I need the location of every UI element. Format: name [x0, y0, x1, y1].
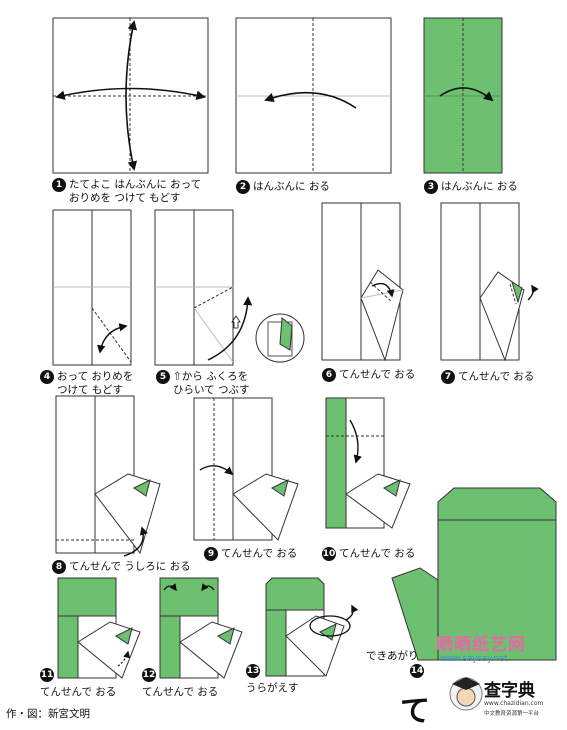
step-9-figure [193, 397, 299, 541]
step-number-badge: 7 [441, 370, 455, 384]
step-number-badge: 14 [410, 664, 424, 678]
step-number-badge: 2 [236, 180, 250, 194]
step-3-figure [423, 17, 503, 174]
step-12-figure [159, 577, 243, 679]
logo-url: www.chazidian.com [484, 700, 544, 707]
step-10-figure [325, 397, 411, 529]
step-13-figure [265, 577, 359, 677]
step-number-badge: 13 [246, 664, 260, 678]
chazidian-logo-icon [449, 677, 483, 711]
step-14-caption: 14 [410, 664, 427, 678]
step-1-figure [52, 17, 209, 174]
step-6-figure [321, 202, 404, 362]
step-number-badge: 12 [142, 668, 156, 682]
step-number-badge: 1 [52, 178, 66, 192]
step-number-badge: 4 [40, 370, 54, 384]
step-11-figure [57, 577, 141, 679]
step-13-caption: 13 うらがえす [246, 664, 299, 694]
logo-name: 查字典 [484, 681, 535, 701]
step-12-caption: 12 てんせんで おる [142, 668, 219, 698]
author-credit: 作・図：新宮文明 [6, 708, 90, 720]
logo-tagline: 中文教育资源第一平台 [484, 711, 540, 717]
step-number-badge: 10 [322, 547, 336, 561]
step-4-figure [52, 209, 132, 366]
step-number-badge: 5 [156, 370, 170, 384]
watermark-url: www.saysay.net [440, 654, 508, 664]
step-number-badge: 9 [204, 547, 218, 561]
step-5-caption: 5⇧から ふくろを ひらいて つぶす [156, 370, 250, 397]
step-11-caption: 11 てんせんで おる [40, 668, 117, 698]
step-14-finished-figure [391, 487, 557, 661]
step-7-figure [440, 202, 539, 362]
step-8-figure [55, 395, 161, 557]
step-number-badge: 11 [40, 668, 54, 682]
step-2-figure [235, 17, 392, 174]
step-number-badge: 6 [322, 368, 336, 382]
watermark-title: 晒晒纸艺网 [436, 635, 526, 655]
finished-kana: て [400, 694, 430, 729]
finished-label: できあがり [366, 650, 419, 662]
step-number-badge: 3 [424, 180, 438, 194]
step-5-figure [154, 209, 305, 366]
step-number-badge: 8 [52, 560, 66, 574]
